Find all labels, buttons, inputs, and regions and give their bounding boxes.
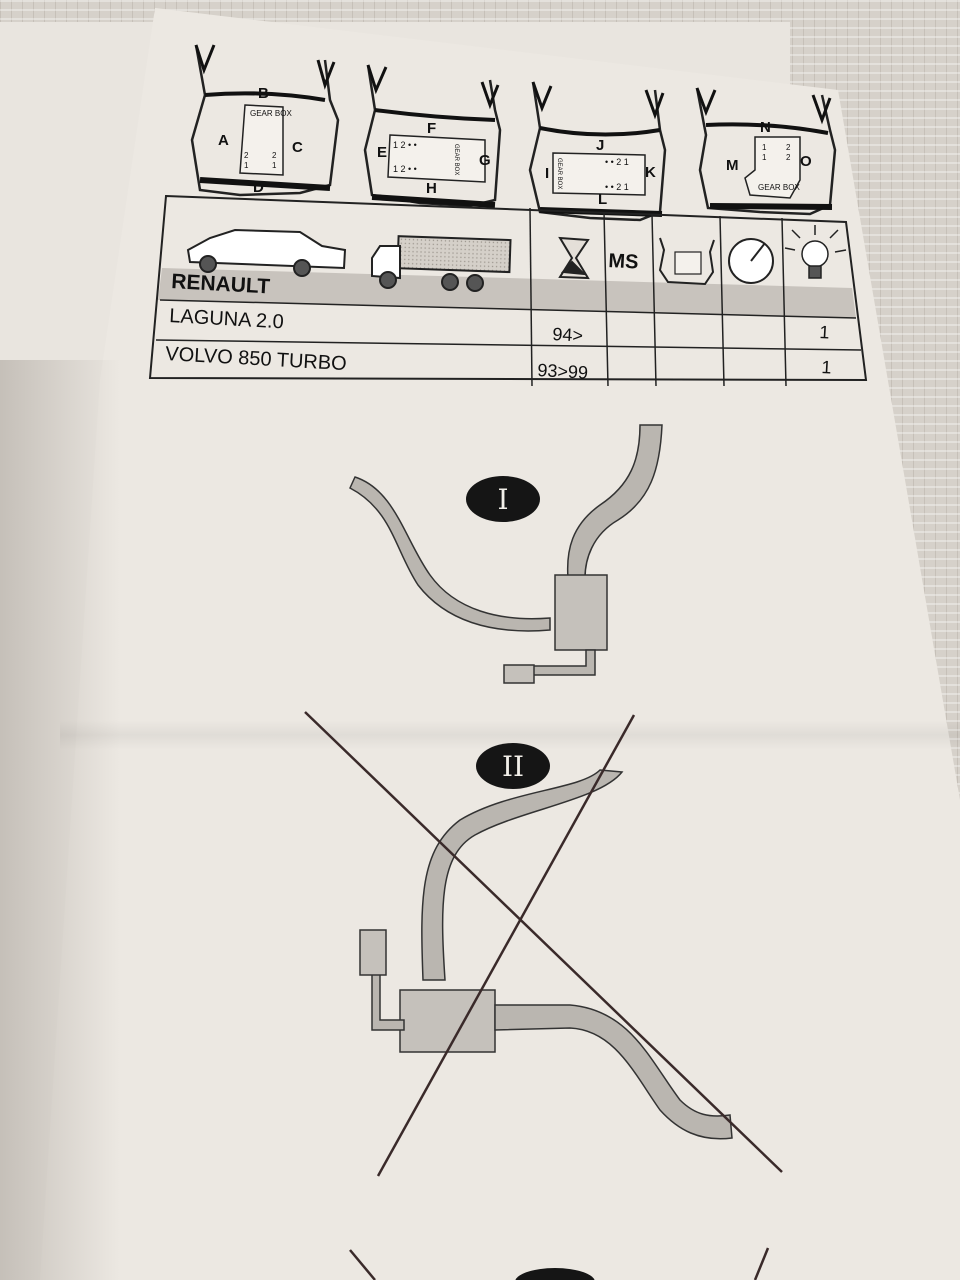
pin-number: 2 (272, 151, 277, 160)
gauge-icon (728, 238, 774, 284)
label-h: H (426, 180, 437, 197)
label-o: O (800, 153, 812, 170)
engine-bay-diagram-3 (528, 81, 667, 222)
pin-number: 1 (762, 143, 767, 152)
pin-number: 2 (786, 143, 791, 152)
pin-number: 2 (244, 151, 249, 160)
count-row-2: 1 (820, 357, 832, 378)
years-row-1: 94> (551, 324, 584, 346)
label-l: L (598, 191, 607, 208)
figure-badge-2: II (476, 743, 550, 789)
application-table (148, 194, 868, 387)
engine-bay-diagram-1 (190, 44, 340, 197)
exhaust-figure-2 (359, 769, 733, 1140)
dump-truck-icon (371, 235, 512, 292)
label-j: J (596, 137, 604, 154)
label-d: D (253, 179, 264, 196)
count-row-1: 1 (818, 322, 830, 343)
pin-numbers: 1 2 • • (393, 164, 417, 174)
exhaust-figure-1 (349, 424, 663, 684)
cross-out-mark-partial (349, 1247, 770, 1280)
car-icon (186, 228, 347, 277)
gearbox-label-3: GEAR BOX (556, 158, 562, 189)
shadow (0, 360, 120, 1280)
ms-column-header: MS (607, 250, 639, 274)
cross-out-mark (304, 711, 783, 1177)
pin-number: 1 (272, 161, 277, 170)
label-f: F (427, 120, 436, 137)
engine-bay-diagram-2 (363, 64, 502, 208)
pin-number: 2 (786, 153, 791, 162)
gearbox-label-1: GEAR BOX (250, 109, 292, 118)
pin-numbers: 1 2 • • (393, 140, 417, 150)
years-row-2: 93>99 (536, 360, 589, 383)
gearbox-label-2: GEAR BOX (453, 144, 459, 175)
lightbulb-icon (784, 225, 847, 279)
badge-partial (515, 1268, 595, 1280)
label-n: N (760, 119, 771, 136)
label-c: C (292, 139, 303, 156)
pin-number: 1 (762, 153, 767, 162)
engine-bay-diagram-4 (695, 87, 837, 216)
figure-badge-1: I (466, 476, 540, 522)
label-i: I (545, 165, 549, 182)
label-b: B (258, 85, 269, 102)
pin-numbers: • • 2 1 (605, 182, 629, 192)
pin-numbers: • • 2 1 (605, 157, 629, 167)
pin-number: 1 (244, 161, 249, 170)
gearbox-label-4: GEAR BOX (758, 183, 800, 192)
label-k: K (645, 164, 656, 181)
label-m: M (726, 157, 739, 174)
label-g: G (479, 152, 491, 169)
label-a: A (218, 132, 229, 149)
label-e: E (377, 144, 387, 161)
dashboard-icon (658, 237, 715, 286)
hourglass-icon (558, 236, 590, 280)
